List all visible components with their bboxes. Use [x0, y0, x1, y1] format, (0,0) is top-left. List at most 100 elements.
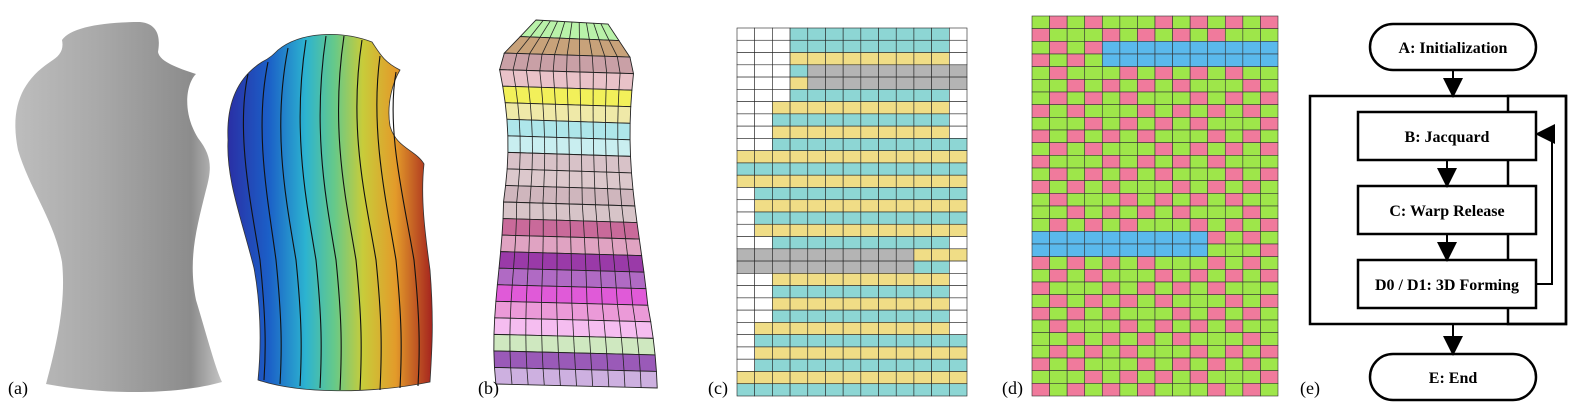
grid-c-cell — [843, 310, 861, 322]
grid-d-cell — [1137, 320, 1155, 333]
grid-c-cell — [843, 65, 861, 77]
grid-d-cell — [1120, 92, 1138, 105]
grid-d-cell — [1102, 295, 1120, 308]
grid-c-cell — [825, 224, 843, 236]
grid-d-cell — [1243, 143, 1261, 156]
grid-d-cell — [1155, 206, 1173, 219]
grid-c-cell — [737, 77, 755, 89]
grid-c-cell — [808, 40, 826, 52]
grid-d-cell — [1137, 54, 1155, 67]
grid-c-cell — [825, 163, 843, 175]
grid-d-cell — [1173, 345, 1191, 358]
grid-c-cell — [932, 237, 950, 249]
grid-c-cell — [861, 65, 879, 77]
grid-c-cell — [879, 335, 897, 347]
grid-d-cell — [1173, 193, 1191, 206]
grid-d-cell — [1085, 67, 1103, 80]
grid-c-cell — [896, 347, 914, 359]
grid-c-cell — [790, 126, 808, 138]
grid-d-cell — [1102, 206, 1120, 219]
grid-c-cell — [790, 114, 808, 126]
grid-c-cell — [825, 335, 843, 347]
grid-c-cell — [896, 114, 914, 126]
grid-c-cell — [949, 53, 967, 65]
tile-divider — [542, 269, 543, 286]
grid-d-cell — [1225, 320, 1243, 333]
grid-d-cell — [1032, 244, 1050, 257]
grid-c-cell — [755, 335, 773, 347]
grid-d-cell — [1102, 143, 1120, 156]
grid-d-cell — [1243, 269, 1261, 282]
grid-d-cell — [1120, 67, 1138, 80]
grid-c-cell — [949, 335, 967, 347]
grid-d-cell — [1102, 231, 1120, 244]
grid-d-cell — [1208, 54, 1226, 67]
grid-d-cell — [1155, 320, 1173, 333]
grid-d-cell — [1032, 345, 1050, 358]
grid-c-cell — [808, 89, 826, 101]
grid-c-cell — [949, 237, 967, 249]
grid-c-cell — [949, 384, 967, 396]
grid-d-cell — [1208, 231, 1226, 244]
grid-c-cell — [879, 102, 897, 114]
grid-c-cell — [808, 102, 826, 114]
grid-c-cell — [932, 335, 950, 347]
grid-c-cell — [790, 322, 808, 334]
grid-c-cell — [790, 53, 808, 65]
grid-d-cell — [1173, 320, 1191, 333]
grid-c-cell — [949, 151, 967, 163]
grid-d-cell — [1085, 206, 1103, 219]
grid-d-cell — [1102, 92, 1120, 105]
grid-c-cell — [790, 200, 808, 212]
grid-d-cell — [1137, 231, 1155, 244]
grid-d-cell — [1067, 29, 1085, 42]
grid-c-cell — [790, 347, 808, 359]
grid-c-cell — [755, 384, 773, 396]
grid-c-cell — [914, 77, 932, 89]
grid-c-cell — [861, 163, 879, 175]
grid-d-cell — [1225, 307, 1243, 320]
grid-d-cell — [1243, 257, 1261, 270]
grid-c-cell — [896, 384, 914, 396]
grid-d-cell — [1155, 29, 1173, 42]
grid-d-cell — [1190, 269, 1208, 282]
grid-d-cell — [1120, 206, 1138, 219]
grid-d-cell — [1050, 244, 1068, 257]
grid-c-cell — [808, 335, 826, 347]
grid-d-cell — [1085, 105, 1103, 118]
grid-d-cell — [1067, 345, 1085, 358]
grid-c-cell — [861, 261, 879, 273]
grid-c-cell — [932, 126, 950, 138]
grid-d-cell — [1050, 16, 1068, 29]
grid-c-cell — [861, 286, 879, 298]
grid-c-cell — [737, 384, 755, 396]
grid-c-cell — [825, 237, 843, 249]
grid-d-cell — [1050, 105, 1068, 118]
grid-c-cell — [755, 249, 773, 261]
grid-d-cell — [1102, 358, 1120, 371]
grid-c-cell — [861, 371, 879, 383]
grid-d-cell — [1085, 358, 1103, 371]
grid-d-cell — [1260, 244, 1278, 257]
grid-d-cell — [1243, 371, 1261, 384]
tile-divider — [568, 105, 569, 122]
grid-d-cell — [1208, 371, 1226, 384]
grid-c-cell — [843, 102, 861, 114]
grid-c-cell — [914, 40, 932, 52]
grid-d-cell — [1208, 117, 1226, 130]
grid-d-cell — [1173, 92, 1191, 105]
grid-d-cell — [1067, 41, 1085, 54]
grid-d-cell — [1102, 79, 1120, 92]
grid-c-cell — [896, 200, 914, 212]
grid-c-cell — [932, 322, 950, 334]
grid-c-cell — [914, 89, 932, 101]
grid-d-cell — [1260, 105, 1278, 118]
grid-c-cell — [914, 384, 932, 396]
grid-c-cell — [949, 187, 967, 199]
grid-c-cell — [825, 89, 843, 101]
grid-c-cell — [896, 335, 914, 347]
grid-c-cell — [843, 249, 861, 261]
grid-d-cell — [1190, 130, 1208, 143]
grid-d-cell — [1208, 307, 1226, 320]
grid-c-cell — [755, 28, 773, 40]
